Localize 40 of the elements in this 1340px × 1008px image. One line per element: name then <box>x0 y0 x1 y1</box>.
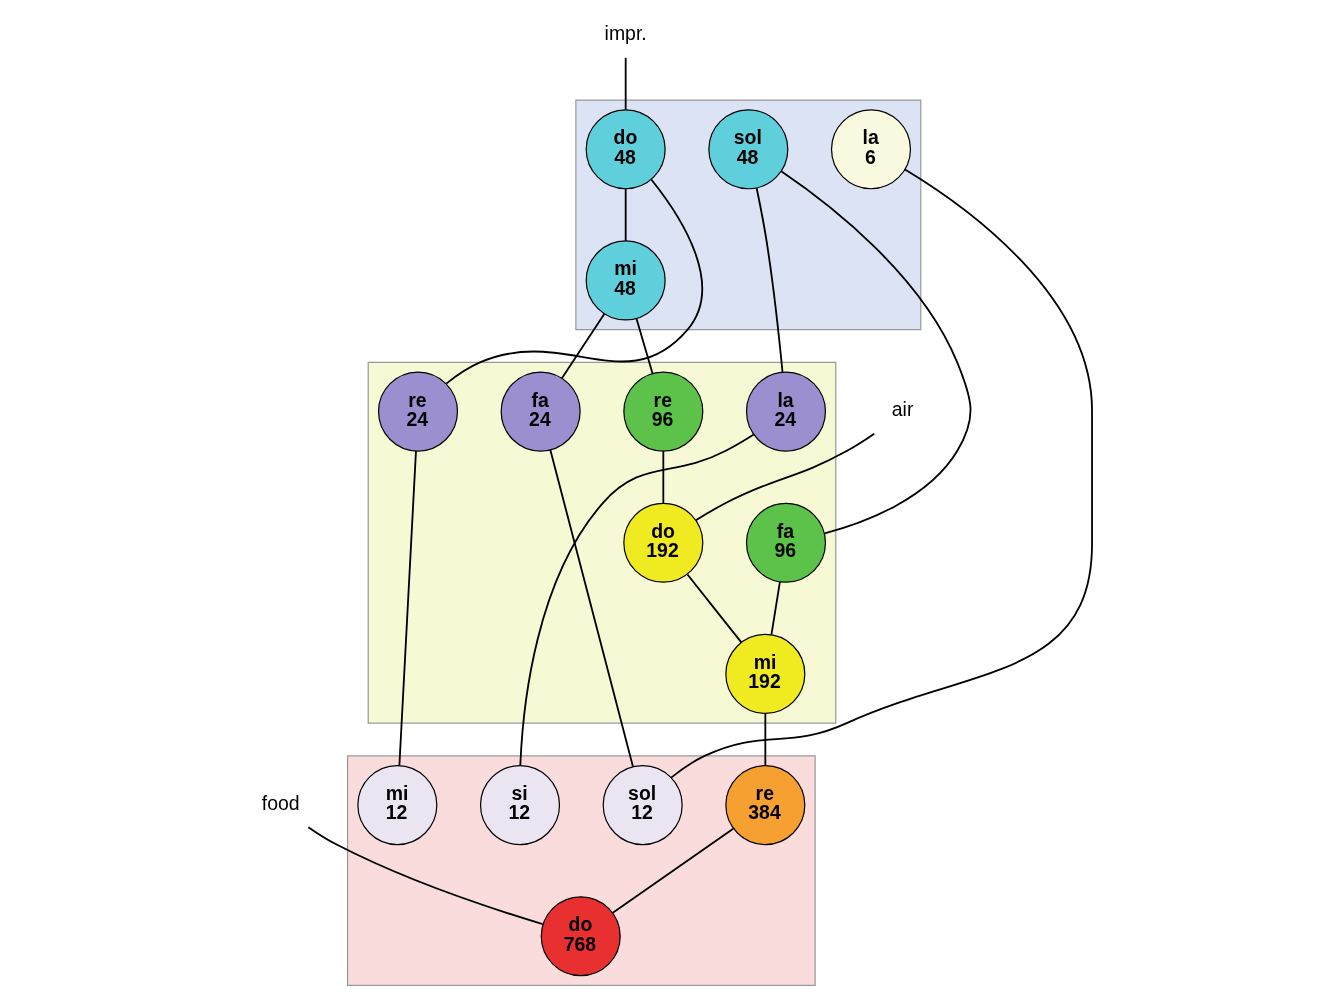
connector <box>611 827 735 914</box>
node-circle: do 48 <box>585 108 666 189</box>
node-text: impr. <box>604 21 647 44</box>
cluster <box>367 361 837 724</box>
node-circle: mi 12 <box>357 764 438 845</box>
connector <box>662 449 665 504</box>
node-circle: sol 12 <box>602 764 683 845</box>
connector <box>670 168 1093 779</box>
connector <box>635 317 654 374</box>
node-circle: mi 192 <box>725 633 806 714</box>
node-circle: fa 24 <box>500 371 581 452</box>
connector <box>755 186 784 373</box>
connector <box>624 187 627 242</box>
node-text: air <box>891 397 914 420</box>
connector <box>307 825 544 925</box>
node-circle: do 192 <box>623 502 704 583</box>
connector <box>398 449 417 766</box>
node-circle: re 96 <box>623 371 704 452</box>
node-circle: mi 48 <box>585 239 666 320</box>
node-circle: fa 96 <box>745 502 827 583</box>
node-text: food <box>261 791 300 814</box>
connector <box>624 56 627 111</box>
connector <box>549 448 634 767</box>
node-circle: re 24 <box>377 371 459 452</box>
connector <box>780 169 972 534</box>
node-circle: re 384 <box>725 764 806 845</box>
connector <box>686 573 743 643</box>
node-circle: do 768 <box>540 895 621 976</box>
connector <box>445 178 703 385</box>
cluster <box>346 754 816 986</box>
node-circle: si 12 <box>479 764 561 845</box>
connector <box>519 433 755 766</box>
connector <box>695 432 876 521</box>
connector <box>764 712 767 766</box>
node-circle: la 6 <box>830 108 912 189</box>
cluster <box>575 98 922 330</box>
connector <box>561 312 606 379</box>
node-circle: la 24 <box>745 371 827 452</box>
node-circle: sol 48 <box>708 108 789 189</box>
connector <box>770 580 781 635</box>
